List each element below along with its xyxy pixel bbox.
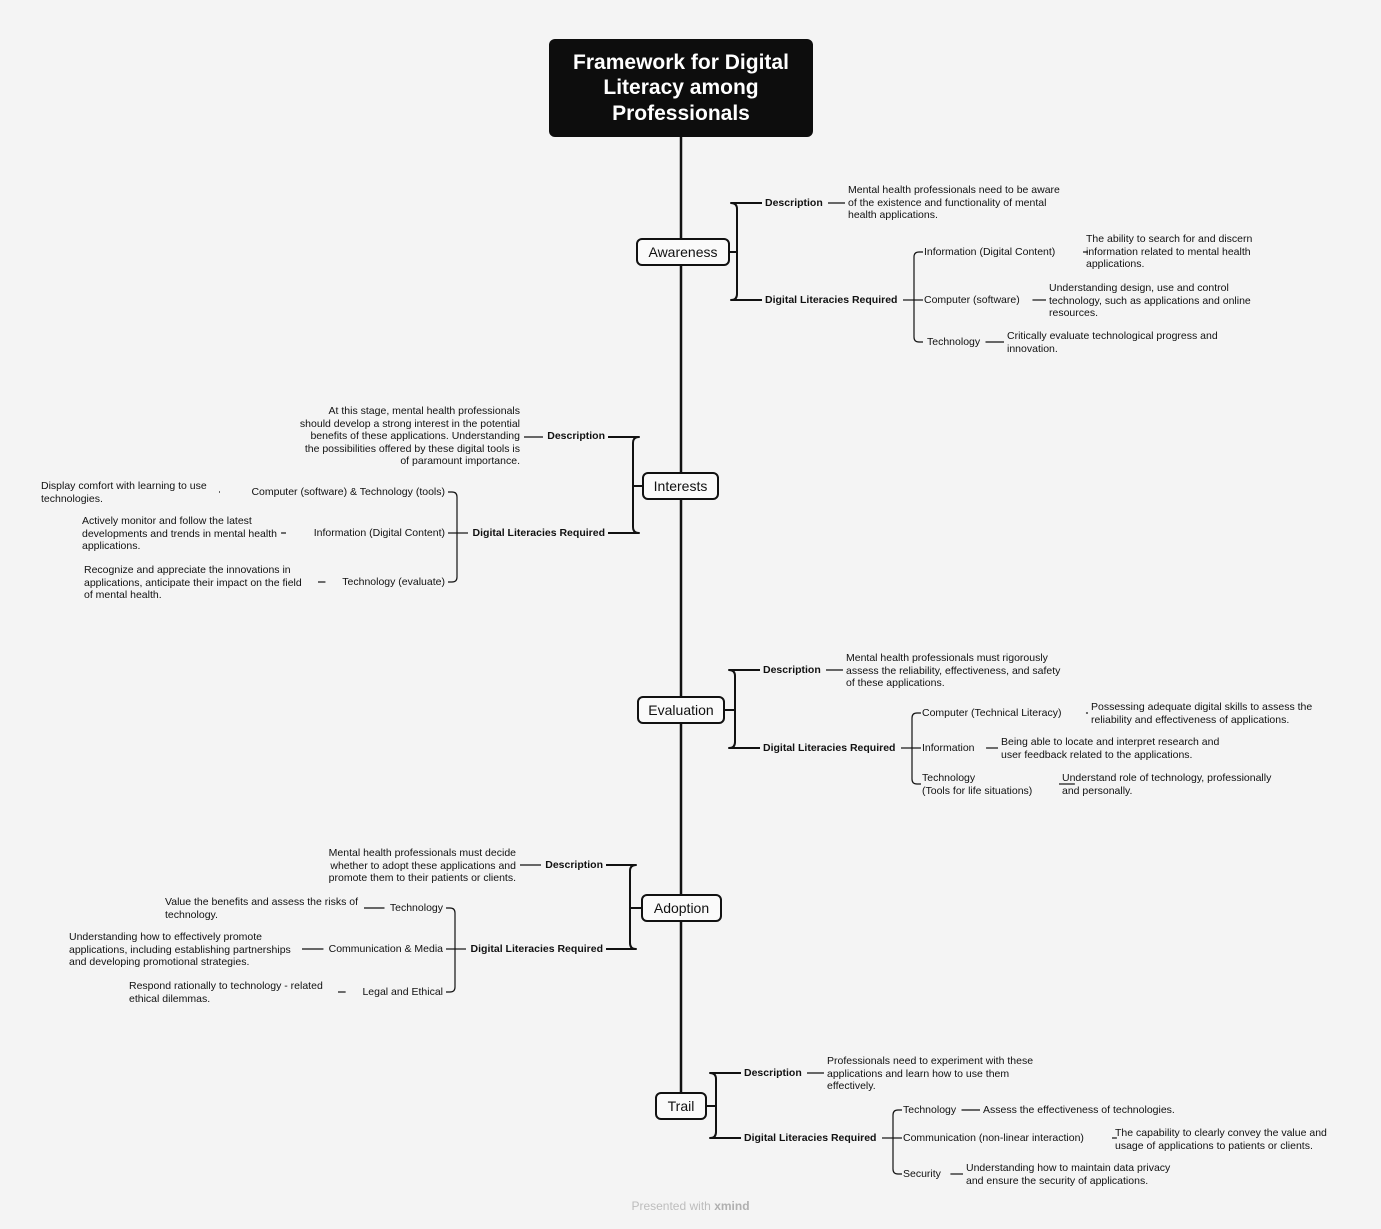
literacy-detail: Critically evaluate technological progre… bbox=[1007, 330, 1218, 355]
literacies-label: Digital Literacies Required bbox=[744, 1132, 877, 1144]
branch-bracket bbox=[730, 202, 762, 301]
literacy-detail: Understand role of technology, professio… bbox=[1062, 772, 1272, 797]
literacies-label: Digital Literacies Required bbox=[763, 742, 896, 754]
stage-trail[interactable]: Trail bbox=[655, 1092, 707, 1120]
description-label: Description bbox=[547, 430, 605, 442]
literacy-name: Information bbox=[922, 742, 975, 754]
description-text: Mental health professionals need to be a… bbox=[848, 184, 1060, 221]
description-label: Description bbox=[763, 664, 821, 676]
stage-awareness[interactable]: Awareness bbox=[636, 238, 730, 266]
literacies-label: Digital Literacies Required bbox=[470, 943, 603, 955]
stage-evaluation[interactable]: Evaluation bbox=[637, 696, 725, 724]
description-label: Description bbox=[765, 197, 823, 209]
literacy-name: Legal and Ethical bbox=[362, 986, 443, 998]
literacy-name: Technology bbox=[927, 336, 981, 348]
literacy-detail: Assess the effectiveness of technologies… bbox=[983, 1104, 1175, 1116]
literacy-name: Technology bbox=[389, 902, 443, 914]
branch-bracket bbox=[728, 669, 760, 749]
stage-interests[interactable]: Interests bbox=[642, 472, 719, 500]
root-title-line: Framework for Digital bbox=[573, 50, 789, 74]
description-label: Description bbox=[744, 1067, 802, 1079]
literacies-label: Digital Literacies Required bbox=[765, 294, 898, 306]
literacy-detail: Understanding how to effectively promote… bbox=[69, 931, 291, 968]
literacy-detail: Value the benefits and assess the risks … bbox=[165, 896, 358, 921]
literacy-name: Communication & Media bbox=[328, 943, 443, 955]
literacy-name: Information (Digital Content) bbox=[313, 527, 445, 539]
description-text: Mental health professionals must rigorou… bbox=[846, 652, 1061, 689]
branch-bracket bbox=[608, 436, 640, 534]
footer-credit: Presented with xmind bbox=[631, 1199, 750, 1213]
literacy-detail: Being able to locate and interpret resea… bbox=[1001, 736, 1220, 761]
literacy-name: Computer (software) & Technology (tools) bbox=[251, 486, 445, 498]
literacy-name: Communication (non-linear interaction) bbox=[903, 1132, 1084, 1144]
description-label: Description bbox=[545, 859, 603, 871]
literacy-detail: The capability to clearly convey the val… bbox=[1115, 1127, 1327, 1152]
literacy-detail: Recognize and appreciate the innovations… bbox=[84, 564, 302, 601]
stage-adoption[interactable]: Adoption bbox=[641, 894, 722, 922]
literacy-name: Technology(Tools for life situations) bbox=[922, 772, 1033, 797]
literacy-detail: Respond rationally to technology - relat… bbox=[129, 980, 323, 1005]
literacy-name: Computer (software) bbox=[924, 294, 1020, 306]
sub-bracket bbox=[913, 251, 923, 343]
literacy-name: Information (Digital Content) bbox=[924, 246, 1056, 258]
literacy-name: Computer (Technical Literacy) bbox=[922, 707, 1062, 719]
literacy-name: Technology bbox=[903, 1104, 957, 1116]
root-title-line: Literacy among bbox=[603, 76, 759, 100]
literacy-name: Security bbox=[903, 1168, 941, 1180]
branch-bracket bbox=[606, 864, 637, 950]
description-text: At this stage, mental health professiona… bbox=[299, 405, 520, 467]
literacy-detail: Understanding how to maintain data priva… bbox=[966, 1162, 1171, 1187]
sub-bracket bbox=[448, 491, 458, 583]
root-title-line: Professionals bbox=[612, 101, 750, 125]
literacy-name: Technology (evaluate) bbox=[342, 576, 445, 588]
branch-bracket bbox=[709, 1072, 741, 1139]
description-text: Professionals need to experiment with th… bbox=[827, 1055, 1034, 1092]
literacies-label: Digital Literacies Required bbox=[472, 527, 605, 539]
sub-bracket bbox=[892, 1109, 902, 1175]
literacy-detail: Possessing adequate digital skills to as… bbox=[1091, 701, 1313, 726]
sub-bracket bbox=[446, 907, 456, 993]
